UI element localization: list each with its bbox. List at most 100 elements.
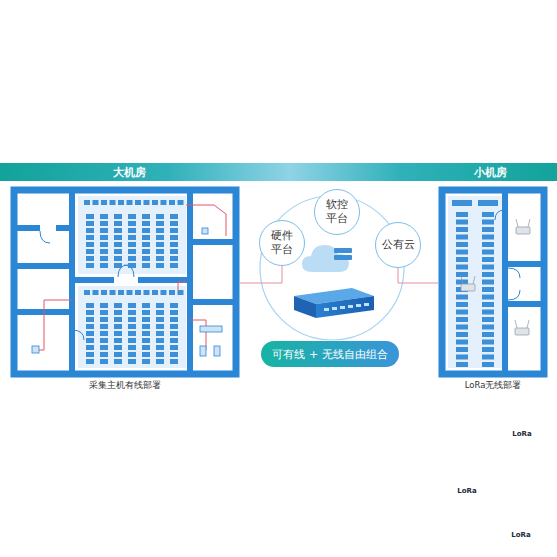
rack (456, 362, 468, 367)
node-label: LoRa无线部署 (438, 380, 548, 392)
lora-node: LoRa (451, 293, 483, 304)
rack (156, 338, 164, 343)
rack (170, 352, 178, 357)
rack (170, 249, 178, 254)
platform-circle: 软控平台 (314, 189, 360, 235)
rack (156, 242, 164, 247)
rack (86, 235, 94, 240)
rack (456, 272, 468, 277)
rack (482, 332, 494, 337)
rack (86, 242, 94, 247)
rack (456, 227, 468, 232)
rack (456, 332, 468, 337)
rack (142, 263, 150, 268)
rack (114, 310, 122, 315)
combo-pill: 可有线 + 无线自由组合 (261, 341, 399, 367)
rack (100, 221, 108, 226)
rack (100, 324, 108, 329)
rack (110, 290, 116, 295)
rack (142, 345, 150, 350)
rack (128, 228, 136, 233)
rack (482, 220, 494, 225)
rack (142, 221, 150, 226)
rack (86, 317, 94, 322)
rack (128, 317, 136, 322)
rack (127, 290, 133, 295)
rack (110, 200, 116, 205)
rack (128, 235, 136, 240)
rack (86, 249, 94, 254)
rack (100, 256, 108, 261)
rack (156, 317, 164, 322)
rack (127, 200, 133, 205)
node-label: 硬件平台 (269, 229, 294, 257)
rack (170, 303, 178, 308)
rack (142, 235, 150, 240)
rack (178, 290, 184, 295)
rack (178, 200, 184, 205)
rack (86, 352, 94, 357)
rack (456, 220, 468, 225)
lora-node: LoRa (506, 236, 538, 247)
rack (170, 338, 178, 343)
rack (114, 249, 122, 254)
rack (86, 303, 94, 308)
rack (482, 340, 494, 345)
rack (86, 331, 94, 336)
rack (482, 250, 494, 255)
lora-node: LoRa (505, 337, 537, 348)
rack (156, 221, 164, 226)
rack (482, 310, 494, 315)
rack (100, 345, 108, 350)
rack (100, 242, 108, 247)
rack (86, 256, 94, 261)
rack (170, 228, 178, 233)
connector-line (240, 266, 282, 283)
rack (86, 324, 94, 329)
rack (482, 242, 494, 247)
rack (128, 345, 136, 350)
rack (128, 214, 136, 219)
rack (100, 338, 108, 343)
rack (114, 352, 122, 357)
rack (101, 290, 107, 295)
rack (86, 263, 94, 268)
rack (482, 287, 494, 292)
rack (482, 325, 494, 330)
rack (100, 310, 108, 315)
rack (170, 235, 178, 240)
rack (456, 212, 468, 217)
rack (169, 200, 175, 205)
rack (170, 263, 178, 268)
rack (84, 200, 90, 205)
rack (482, 347, 494, 352)
rack (144, 290, 150, 295)
node-label: LoRa (505, 531, 537, 539)
rack (100, 235, 108, 240)
rack (128, 331, 136, 336)
rack (456, 235, 468, 240)
platform-circle: 公有云 (375, 222, 421, 268)
rack (170, 310, 178, 315)
rack (482, 272, 494, 277)
rack (86, 214, 94, 219)
rack (128, 263, 136, 268)
rack (456, 355, 468, 360)
rack (100, 317, 108, 322)
rack (100, 352, 108, 357)
rack (128, 324, 136, 329)
rack (142, 324, 150, 329)
rack (128, 310, 136, 315)
rack (170, 214, 178, 219)
rack (128, 303, 136, 308)
rack (170, 331, 178, 336)
rack (100, 249, 108, 254)
rack (114, 263, 122, 268)
rack (482, 355, 494, 360)
rack (114, 338, 122, 343)
rack (156, 228, 164, 233)
rack (482, 212, 494, 217)
rack (169, 290, 175, 295)
rack (456, 265, 468, 270)
